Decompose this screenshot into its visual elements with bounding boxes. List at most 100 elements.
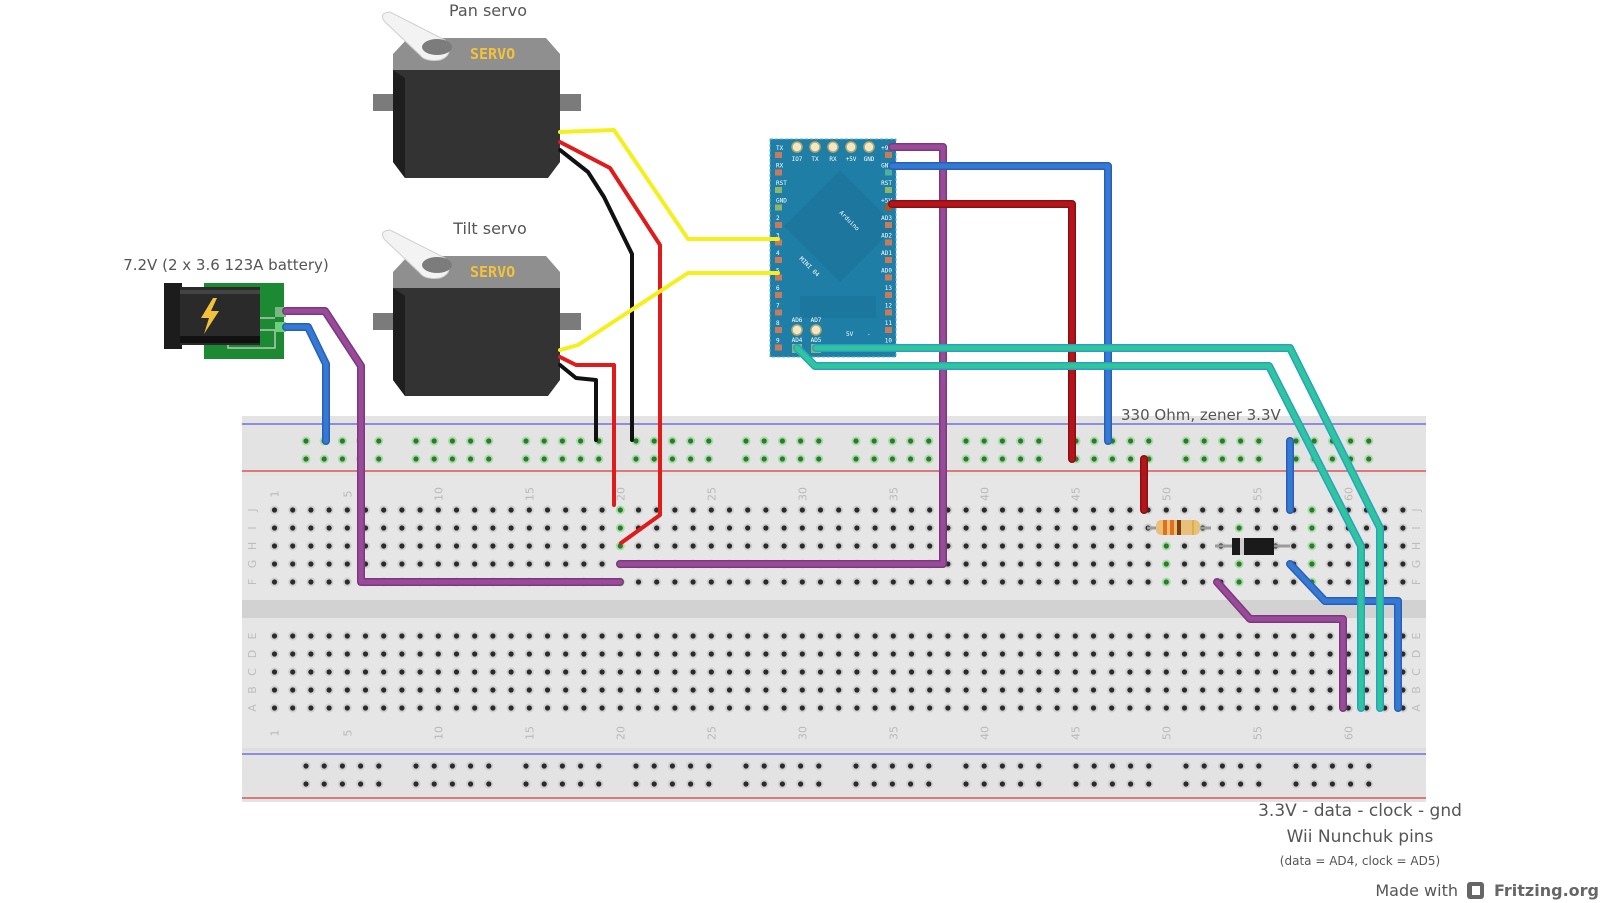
breadboard-hole-center xyxy=(1200,651,1206,657)
arduino-pin-tx[interactable] xyxy=(775,152,782,158)
breadboard-hole-center xyxy=(617,507,623,513)
breadboard-hole-center xyxy=(1072,687,1078,693)
breadboard-hole-center xyxy=(1036,561,1042,567)
arduino-5v-wire[interactable] xyxy=(889,201,1075,462)
arduino-pin-+5v[interactable] xyxy=(845,141,857,153)
arduino-pin-rx[interactable] xyxy=(827,141,839,153)
nunchuk-data-wire-ad4[interactable] xyxy=(794,345,1364,711)
arduino-pin-gnd[interactable] xyxy=(863,141,875,153)
breadboard-hole-center xyxy=(435,669,441,675)
nunchuk-3v3-wire[interactable] xyxy=(1214,579,1346,711)
breadboard-hole-center xyxy=(981,579,987,585)
breadboard-hole-center xyxy=(927,669,933,675)
breadboard-hole-center xyxy=(963,561,969,567)
breadboard-hole-center xyxy=(599,507,605,513)
arduino-pin-5[interactable] xyxy=(775,274,782,281)
power-rail-hole-center xyxy=(449,763,455,769)
breadboard-hole-center xyxy=(908,525,915,531)
breadboard-hole-center xyxy=(453,651,460,657)
breadboard-hole-center xyxy=(999,507,1006,513)
arduino-pin-3[interactable] xyxy=(775,239,782,246)
breadboard-hole-center xyxy=(1345,561,1351,567)
row-letter: D xyxy=(1410,650,1423,658)
arduino-pin-13[interactable] xyxy=(885,292,892,298)
arduino-pin-gnd[interactable] xyxy=(885,169,892,176)
breadboard-hole-center xyxy=(271,633,278,639)
arduino-outline xyxy=(769,138,897,358)
breadboard-hole-center xyxy=(672,687,678,693)
tilt-servo-power-wire[interactable] xyxy=(558,355,616,507)
arduino-pin-7[interactable] xyxy=(775,309,782,316)
arduino-pin-4[interactable] xyxy=(775,257,782,263)
breadboard-hole-center xyxy=(1200,579,1206,585)
arduino-pin-rst[interactable] xyxy=(775,187,782,193)
arduino-pin-6[interactable] xyxy=(775,292,782,298)
arduino-pin-2[interactable] xyxy=(775,222,782,228)
breadboard-hole-center xyxy=(1200,705,1206,711)
breadboard-hole-center xyxy=(581,561,587,567)
arduino-pin-12[interactable] xyxy=(885,309,892,316)
breadboard-hole-center xyxy=(635,633,642,639)
fritzing-credit[interactable]: Made with Fritzing.org xyxy=(1375,881,1599,900)
arduino-pin-ad1[interactable] xyxy=(885,257,892,263)
breadboard-hole-center xyxy=(326,543,332,549)
breadboard-hole-center xyxy=(599,669,605,675)
arduino-pin-io7[interactable] xyxy=(791,141,803,153)
arduino-pin-8[interactable] xyxy=(775,327,782,333)
arduino-pin-gnd[interactable] xyxy=(775,204,782,211)
arduino-pin-ad2[interactable] xyxy=(885,239,892,246)
breadboard-hole-center xyxy=(745,579,751,585)
breadboard-hole-center xyxy=(999,543,1006,549)
breadboard-hole-center xyxy=(526,507,532,513)
breadboard-hole-center xyxy=(1272,705,1279,711)
arduino-pin-ad3[interactable] xyxy=(885,222,892,228)
resistor-zener-label: 330 Ohm, zener 3.3V xyxy=(1121,406,1281,424)
arduino-minus-label: - xyxy=(867,331,871,338)
pan-servo-power-wire[interactable] xyxy=(558,140,662,545)
breadboard-hole-center xyxy=(963,579,969,585)
breadboard-hole-center xyxy=(817,507,824,513)
breadboard-hole-center xyxy=(890,507,896,513)
power-rail-hole-center xyxy=(798,763,804,769)
arduino-pin-ad7[interactable] xyxy=(810,324,822,336)
arduino-pin-rst[interactable] xyxy=(885,187,892,193)
arduino-pin-+9v[interactable] xyxy=(885,152,892,158)
arduino-vin-wire[interactable] xyxy=(617,144,946,567)
breadboard-hole-center xyxy=(817,651,824,657)
arduino-pin-11[interactable] xyxy=(885,327,892,333)
arduino-pin-tx[interactable] xyxy=(809,141,821,153)
nunchuk-clock-wire-ad5[interactable] xyxy=(813,345,1383,711)
breadboard-hole-center xyxy=(472,687,478,693)
pan-servo-signal-wire[interactable] xyxy=(558,128,780,241)
arduino-pin-ad6[interactable] xyxy=(791,324,803,336)
breadboard-hole-center xyxy=(490,507,496,513)
fritzing-link[interactable]: Fritzing.org xyxy=(1494,881,1599,900)
power-rail-hole-center xyxy=(1366,763,1372,769)
column-number: 15 xyxy=(523,487,536,501)
arduino-pin-+5v[interactable] xyxy=(885,204,892,211)
breadboard-hole-center xyxy=(1218,525,1224,531)
breadboard-hole-center xyxy=(1181,705,1188,711)
breadboard-hole-center xyxy=(745,543,751,549)
power-rail-hole-center xyxy=(816,456,822,462)
power-rail-hole-center xyxy=(853,763,859,769)
breadboard-hole-center xyxy=(1090,561,1097,567)
breadboard-hole-center xyxy=(1272,525,1279,531)
battery-positive-wire[interactable] xyxy=(283,308,623,585)
breadboard-hole-center xyxy=(999,579,1006,585)
breadboard-hole-center xyxy=(1127,669,1133,675)
arduino-pin-rx[interactable] xyxy=(775,169,782,176)
arduino-pin-9[interactable] xyxy=(775,344,782,351)
breadboard-hole-center xyxy=(1163,651,1169,657)
breadboard-hole-center xyxy=(526,561,532,567)
tilt-servo-ground-wire[interactable] xyxy=(558,363,598,442)
power-rail-hole-center xyxy=(1036,781,1042,787)
breadboard-hole-center xyxy=(290,507,296,513)
breadboard-hole-center xyxy=(1236,705,1242,711)
pan-servo-ground-wire[interactable] xyxy=(558,148,634,442)
tilt-servo-signal-wire[interactable] xyxy=(558,271,780,352)
arduino-pin-label: AD3 xyxy=(881,215,892,222)
battery-ground-wire[interactable] xyxy=(283,324,329,444)
breadboard-hole-center xyxy=(399,633,405,639)
arduino-pin-ad0[interactable] xyxy=(885,274,892,281)
